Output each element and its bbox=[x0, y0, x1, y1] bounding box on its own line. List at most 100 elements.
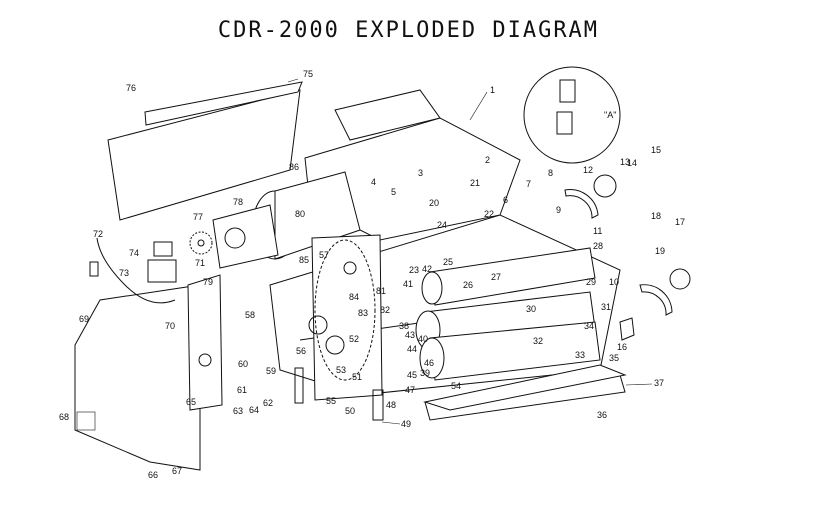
callout-62: 62 bbox=[263, 398, 273, 408]
callout-11: 11 bbox=[593, 226, 602, 236]
callout-3: 3 bbox=[418, 168, 423, 178]
callout-53: 53 bbox=[336, 365, 346, 375]
callout-57: 57 bbox=[319, 250, 329, 260]
callout-12: 12 bbox=[583, 165, 593, 175]
callout-86: 86 bbox=[289, 162, 299, 172]
detail-view-label: "A" bbox=[604, 110, 616, 120]
callout-55: 55 bbox=[326, 396, 336, 406]
callout-45: 45 bbox=[407, 370, 417, 380]
callout-81: 81 bbox=[376, 286, 386, 296]
callout-27: 27 bbox=[491, 272, 501, 282]
callout-72: 72 bbox=[93, 229, 103, 239]
louvered-side-panel bbox=[107, 81, 303, 221]
callout-64: 64 bbox=[249, 405, 259, 415]
diagram-title: CDR-2000 EXPLODED DIAGRAM bbox=[217, 18, 600, 43]
callout-9: 9 bbox=[556, 205, 561, 215]
callout-66: 66 bbox=[148, 470, 158, 480]
top-cover bbox=[304, 89, 521, 241]
callout-68: 68 bbox=[59, 412, 69, 422]
callout-32: 32 bbox=[533, 336, 543, 346]
callout-79: 79 bbox=[203, 277, 213, 287]
callout-43: 43 bbox=[405, 330, 415, 340]
callout-71: 71 bbox=[195, 258, 205, 268]
callout-34: 34 bbox=[584, 321, 594, 331]
callout-50: 50 bbox=[345, 406, 355, 416]
power-cord bbox=[89, 237, 176, 304]
callout-16: 16 bbox=[617, 342, 627, 352]
callout-14: 14 bbox=[627, 158, 637, 168]
control-box bbox=[147, 241, 177, 283]
callout-48: 48 bbox=[386, 400, 396, 410]
bottom-tray bbox=[423, 364, 627, 421]
callout-58: 58 bbox=[245, 310, 255, 320]
callout-52: 52 bbox=[349, 334, 359, 344]
callout-38: 38 bbox=[399, 321, 409, 331]
callout-2: 2 bbox=[485, 155, 490, 165]
callout-67: 67 bbox=[172, 466, 182, 476]
callout-30: 30 bbox=[526, 304, 536, 314]
callout-29: 29 bbox=[586, 277, 596, 287]
callout-15: 15 bbox=[651, 145, 661, 155]
drive-side-plate bbox=[308, 234, 383, 401]
leader-lines bbox=[287, 78, 653, 425]
callout-39: 39 bbox=[420, 368, 430, 378]
callout-26: 26 bbox=[463, 280, 473, 290]
callout-40: 40 bbox=[418, 334, 428, 344]
callout-22: 22 bbox=[484, 209, 494, 219]
callout-63: 63 bbox=[233, 406, 243, 416]
callout-6: 6 bbox=[503, 195, 508, 205]
callout-33: 33 bbox=[575, 350, 585, 360]
legs bbox=[294, 367, 384, 421]
gear-77 bbox=[189, 231, 213, 255]
callout-80: 80 bbox=[295, 209, 305, 219]
callout-10: 10 bbox=[609, 277, 619, 287]
callout-78: 78 bbox=[233, 197, 243, 207]
callout-25: 25 bbox=[443, 257, 453, 267]
callout-51: 51 bbox=[352, 372, 362, 382]
callout-54: 54 bbox=[451, 381, 461, 391]
bearing-housing-upper bbox=[564, 174, 617, 219]
callout-49: 49 bbox=[401, 419, 411, 429]
callout-85: 85 bbox=[299, 255, 309, 265]
bearing-housing-lower bbox=[639, 268, 691, 316]
callout-61: 61 bbox=[237, 385, 247, 395]
callout-1: 1 bbox=[490, 85, 495, 95]
callout-24: 24 bbox=[437, 220, 447, 230]
roller-lower bbox=[419, 321, 601, 381]
callout-19: 19 bbox=[655, 246, 665, 256]
callout-60: 60 bbox=[238, 359, 248, 369]
callout-18: 18 bbox=[651, 211, 661, 221]
callout-65: 65 bbox=[186, 397, 196, 407]
callout-7: 7 bbox=[526, 179, 531, 189]
callout-74: 74 bbox=[129, 248, 139, 258]
callout-35: 35 bbox=[609, 353, 619, 363]
callout-76: 76 bbox=[126, 83, 136, 93]
callout-21: 21 bbox=[470, 178, 480, 188]
callout-37: 37 bbox=[654, 378, 664, 388]
callout-56: 56 bbox=[296, 346, 306, 356]
callout-75: 75 bbox=[303, 69, 313, 79]
side-frame-panel bbox=[187, 274, 223, 411]
small-plate-16 bbox=[619, 317, 635, 341]
roller-upper bbox=[421, 247, 596, 306]
callout-28: 28 bbox=[593, 241, 603, 251]
callout-59: 59 bbox=[266, 366, 276, 376]
gear-motor-bracket bbox=[212, 204, 279, 269]
callout-83: 83 bbox=[358, 308, 368, 318]
callout-69: 69 bbox=[79, 314, 89, 324]
callout-73: 73 bbox=[119, 268, 129, 278]
callout-4: 4 bbox=[371, 177, 376, 187]
callout-20: 20 bbox=[429, 198, 439, 208]
callout-labels: 1 2 3 4 5 6 7 8 9 10 11 12 13 14 15 16 1… bbox=[59, 69, 685, 480]
detail-view-a bbox=[523, 66, 621, 164]
callout-70: 70 bbox=[165, 321, 175, 331]
callout-31: 31 bbox=[601, 302, 611, 312]
callout-46: 46 bbox=[424, 358, 434, 368]
callout-47: 47 bbox=[405, 385, 415, 395]
callout-8: 8 bbox=[548, 168, 553, 178]
callout-44: 44 bbox=[407, 344, 417, 354]
callout-36: 36 bbox=[597, 410, 607, 420]
callout-13: 13 bbox=[620, 157, 630, 167]
callout-23: 23 bbox=[409, 265, 419, 275]
